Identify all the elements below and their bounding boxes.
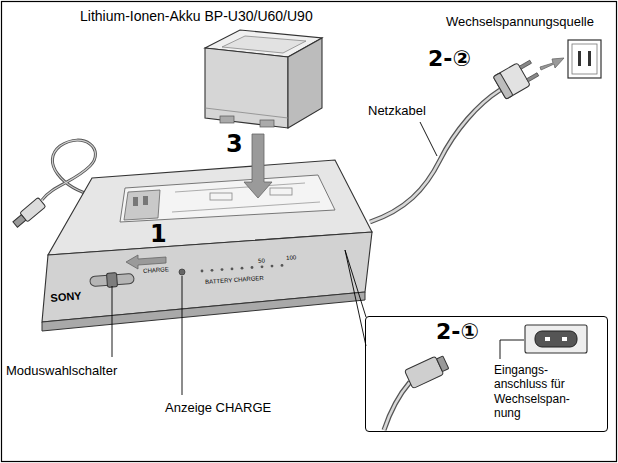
text-holder: 2-② (428, 48, 471, 70)
part-label: Netzkabel (368, 103, 426, 118)
battery-charger (120, 175, 335, 222)
wall-outlet (572, 44, 597, 74)
level-indicator (261, 265, 264, 268)
part-label: Wechselspannungsquelle (446, 14, 594, 29)
battery-charger (270, 188, 292, 195)
power-cord (370, 57, 541, 222)
level-indicator (211, 269, 214, 272)
text-holder: 100 (286, 254, 296, 261)
panel-marking: BATTERY CHARGER (205, 275, 264, 285)
wall-outlet (568, 40, 601, 78)
ac-connector (437, 356, 449, 372)
insert-arrow (540, 58, 564, 70)
battery-pack (205, 108, 288, 118)
mode-switch (90, 271, 135, 288)
insert-arrow (540, 58, 564, 70)
leader-line (500, 340, 524, 359)
part-label: Anzeige CHARGE (165, 400, 271, 415)
leader-line (420, 122, 437, 156)
wall-outlet (578, 51, 581, 66)
battery-pack (260, 120, 274, 127)
text-holder: SONY (50, 289, 82, 304)
text-holder: 1 (150, 222, 167, 246)
charge-lamp (179, 269, 185, 275)
level-indicator (221, 268, 224, 271)
text-holder: Anzeige CHARGE (165, 400, 271, 415)
battery-pack (205, 30, 322, 128)
wall-outlet (568, 40, 601, 78)
text-holder: 3 (226, 132, 243, 156)
mode-switch (107, 273, 118, 288)
part-label: Moduswahlschalter (6, 363, 117, 378)
level-indicator (201, 270, 204, 273)
leader-line (112, 286, 113, 357)
ac-connector (404, 353, 450, 388)
step-number: 2-① (436, 321, 479, 343)
leader-line (182, 276, 183, 395)
level-indicator (231, 268, 234, 271)
battery-charger (42, 160, 372, 331)
step-number: 2-② (428, 48, 471, 70)
mains-plug (493, 63, 530, 100)
ac-inlet (562, 337, 567, 341)
battery-charger (124, 190, 160, 220)
level-indicator (281, 264, 284, 267)
text-holder: 2-① (436, 321, 479, 343)
text-holder: CHARGE (143, 266, 169, 274)
ac-inlet (500, 325, 587, 359)
mains-plug (493, 57, 541, 100)
text-holder: Wechselspannungsquelle (446, 14, 594, 29)
text-holder: Lithium-Ionen-Akku BP-U30/U60/U90 (80, 8, 313, 24)
level-indicator (251, 266, 254, 269)
ac-inlet (525, 325, 587, 353)
step-arrow (244, 134, 272, 198)
inset-box: 2-① Eingangs- anschluss für Wechselspan- … (365, 316, 608, 432)
ac-inlet (535, 331, 577, 347)
text-holder: 50 (258, 258, 265, 264)
battery-charger (210, 193, 232, 200)
level-indicator (201, 264, 284, 272)
text-holder: Moduswahlschalter (6, 363, 117, 378)
battery-pack (288, 38, 322, 128)
text-holder: Netzkabel (368, 103, 426, 118)
battery-pack (220, 116, 234, 123)
mains-plug (519, 60, 531, 69)
ac-inlet (545, 337, 550, 341)
mains-plug (527, 73, 539, 82)
ac-connector (384, 353, 450, 430)
text-holder: BATTERY CHARGER (205, 275, 264, 285)
step-number: 1 (150, 222, 167, 246)
battery-charger (42, 292, 365, 331)
callout-line (345, 250, 366, 346)
ac-connector (384, 382, 410, 430)
panel-marking: 100 (286, 254, 296, 261)
battery-charger (175, 183, 305, 192)
panel-marking: 50 (258, 258, 265, 264)
battery-charger (143, 196, 148, 205)
wall-outlet (588, 51, 591, 66)
mains-plug (493, 73, 513, 100)
mode-switch (90, 273, 135, 286)
brand-logo: SONY (50, 289, 82, 304)
level-indicator (241, 267, 244, 270)
battery-pack (222, 36, 306, 53)
panel-marking: CHARGE (143, 266, 169, 274)
battery-charger (172, 202, 320, 212)
callout-line (345, 250, 366, 317)
part-label: Eingangs- anschluss für Wechselspan- nun… (494, 363, 586, 421)
battery-charger (133, 197, 138, 206)
ac-connector (384, 382, 410, 430)
step-arrow (244, 134, 272, 198)
dc-plug (11, 197, 46, 229)
dc-plug (13, 215, 26, 227)
level-indicator (271, 265, 274, 268)
title-label: Lithium-Ionen-Akku BP-U30/U60/U90 (80, 8, 313, 24)
step-number: 3 (226, 132, 243, 156)
battery-pack (205, 48, 288, 128)
text-holder: Eingangs- anschluss für Wechselspan- nun… (494, 363, 586, 421)
